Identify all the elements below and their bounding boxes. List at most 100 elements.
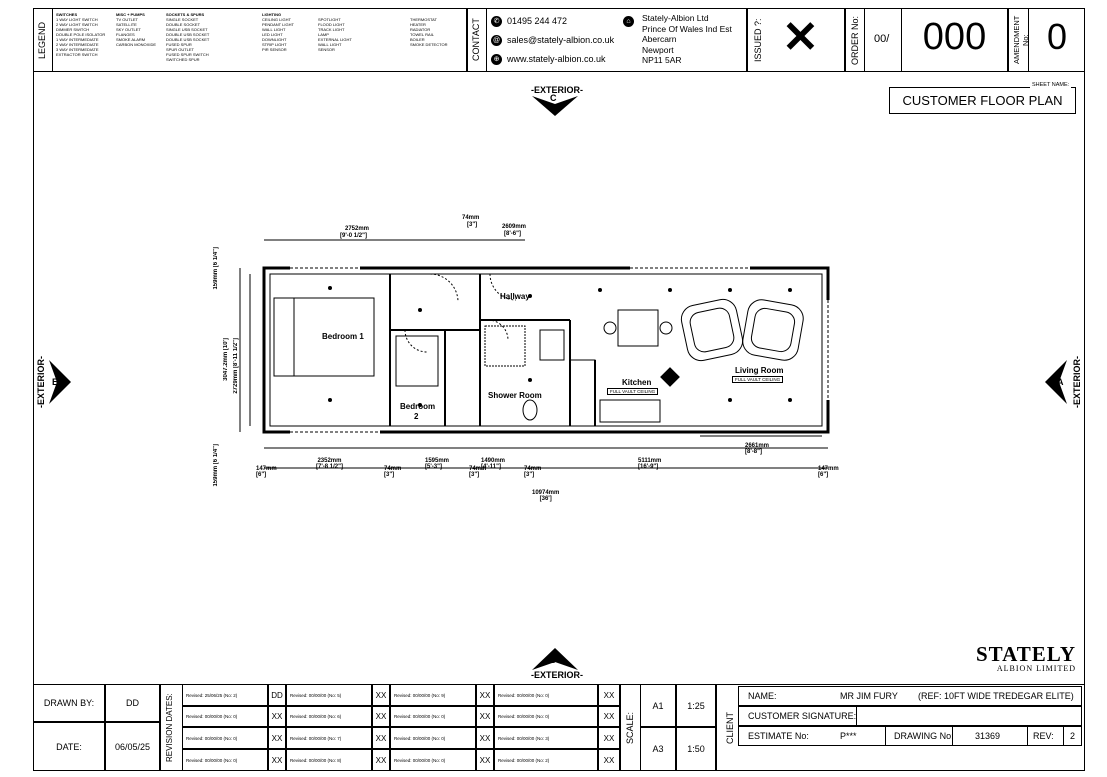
revision-initials: XX [268, 749, 286, 771]
dim-top-3: 2609mm [502, 224, 527, 230]
dim-left-d: 159mm [6 1/4"] [213, 444, 219, 487]
order-label: ORDER No: [850, 15, 860, 65]
dim-bottom-6: 1490mm[4'-11"] [481, 458, 506, 470]
dim-living-width: 2661mm[8'-8"] [745, 443, 770, 455]
estimate-value: P*** [840, 731, 857, 741]
email-icon: @ [491, 35, 502, 46]
scale-label: SCALE: [625, 712, 635, 745]
dim-bottom-5: 74mm[3"] [469, 466, 487, 478]
revision-entry: Revised: 00/00/00 (No: 5) [286, 684, 372, 706]
dim-left-c: 2729mm [8'-11 1/2"] [233, 338, 239, 394]
exterior-top-arrow [532, 96, 578, 116]
revision-initials: XX [372, 749, 390, 771]
signature-label: CUSTOMER SIGNATURE: [748, 711, 857, 721]
revision-entry: Revised: 00/00/00 (No: 7) [286, 727, 372, 749]
issued-mark: ✕ [782, 13, 819, 62]
kitchen-tag: FULL VAULT CEILING [607, 388, 659, 395]
exterior-left-arrow [49, 360, 71, 404]
room-bedroom-2-number: 2 [414, 412, 419, 421]
client-label: CLIENT [725, 712, 735, 745]
revision-entry: Revised: 00/00/00 (No: 0) [390, 727, 476, 749]
revision-entry: Revised: 00/00/00 (No: 0) [494, 706, 598, 727]
dim-top-2-imp: [3"] [467, 222, 478, 228]
dim-bottom-1: 147mm[6"] [256, 466, 277, 478]
room-kitchen: Kitchen [622, 378, 652, 387]
revision-entry: Revised: 00/00/00 (No: 0) [182, 727, 268, 749]
living-tag: FULL VAULT CEILING [732, 376, 784, 383]
date-value: 06/05/25 [105, 722, 160, 771]
exterior-right-letter: A [1057, 377, 1064, 387]
exterior-bottom-arrow [532, 648, 578, 670]
room-living: Living Room [735, 366, 784, 375]
exterior-left-letter: B [52, 377, 59, 387]
scale-a3: A3 [640, 727, 676, 771]
stately-albion-logo: STATELY ALBION LIMITED [976, 642, 1076, 674]
contact-title: CONTACT [471, 18, 481, 62]
revision-entry: Revised: 00/00/00 (No: 3) [494, 727, 598, 749]
dim-top-3-imp: [8'-6"] [504, 231, 521, 237]
exterior-bottom-label: -EXTERIOR- [531, 670, 584, 680]
revision-entry: Revised: 25/06/25 (No: 2) [182, 684, 268, 706]
scale-a1: A1 [640, 684, 676, 727]
revision-initials: XX [598, 706, 620, 727]
drawn-by-label: DRAWN BY: [33, 684, 105, 722]
revision-entry: Revised: 00/00/00 (No: 9) [390, 684, 476, 706]
revision-entry: Revised: 00/00/00 (No: 0) [494, 684, 598, 706]
client-name-label: NAME: [748, 691, 777, 701]
dim-bottom-7: 74mm[3"] [524, 466, 542, 478]
exterior-left-label: -EXTERIOR- [36, 356, 46, 409]
revision-initials: XX [476, 706, 494, 727]
legend-panel [33, 8, 467, 72]
exterior-top-label: -EXTERIOR- [531, 85, 584, 95]
sheet-name-box [889, 87, 1076, 114]
revision-entry: Revised: 00/00/00 (No: 6) [286, 706, 372, 727]
revision-initials: XX [476, 749, 494, 771]
signature-field[interactable] [856, 706, 1082, 726]
contact-phone: 01495 244 472 [507, 16, 568, 26]
revision-label: REVISION DATES: [165, 693, 174, 763]
scale-a3-value: 1:50 [676, 727, 716, 771]
room-bedroom-2: Bedroom [400, 402, 436, 411]
room-hallway: Hallway [500, 292, 530, 301]
contact-panel [467, 8, 747, 72]
drawn-by-value: DD [105, 684, 160, 722]
revision-initials: XX [268, 706, 286, 727]
dim-bottom-2: 2352mm[7'-8 1/2"] [316, 458, 343, 470]
revision-entry: Revised: 00/00/00 (No: 2) [494, 749, 598, 771]
client-panel [716, 684, 1085, 771]
contact-web[interactable]: www.stately-albion.co.uk [507, 54, 606, 64]
order-number: 000 [922, 16, 987, 58]
contact-email[interactable]: sales@stately-albion.co.uk [507, 35, 615, 45]
revision-initials: DD [268, 684, 286, 706]
order-prefix: 00/ [874, 33, 890, 45]
revision-entry: Revised: 00/00/00 (No: 8) [286, 749, 372, 771]
dim-top-1: 2752mm [345, 226, 370, 232]
drawing-label: DRAWING No: [894, 731, 954, 741]
revision-initials: XX [476, 727, 494, 749]
sheet-name-label: SHEET NAME: [1030, 82, 1072, 88]
rev-label: REV: [1033, 731, 1054, 741]
exterior-right-label: -EXTERIOR- [1072, 356, 1082, 409]
legend-title: LEGEND [37, 21, 47, 59]
issued-label: ISSUED ?: [753, 18, 763, 62]
exterior-right-arrow [1045, 360, 1067, 404]
room-bedroom-1: Bedroom 1 [322, 332, 364, 341]
dim-total: 10974mm[36'] [532, 490, 560, 502]
client-name: MR JIM FURY [840, 691, 898, 701]
dim-top-2: 74mm [462, 215, 480, 221]
phone-icon: ✆ [491, 16, 502, 27]
scale-a1-value: 1:25 [676, 684, 716, 727]
date-label: DATE: [33, 722, 105, 771]
floor-plan [239, 239, 831, 469]
client-ref: (REF: 10FT WIDE TREDEGAR ELITE) [918, 691, 1074, 701]
revision-initials: XX [372, 706, 390, 727]
dim-bottom-9: 147mm[6"] [818, 466, 839, 478]
amendment-number: 0 [1046, 16, 1068, 57]
exterior-bottom-letter: D [550, 655, 557, 665]
revision-initials: XX [598, 684, 620, 706]
